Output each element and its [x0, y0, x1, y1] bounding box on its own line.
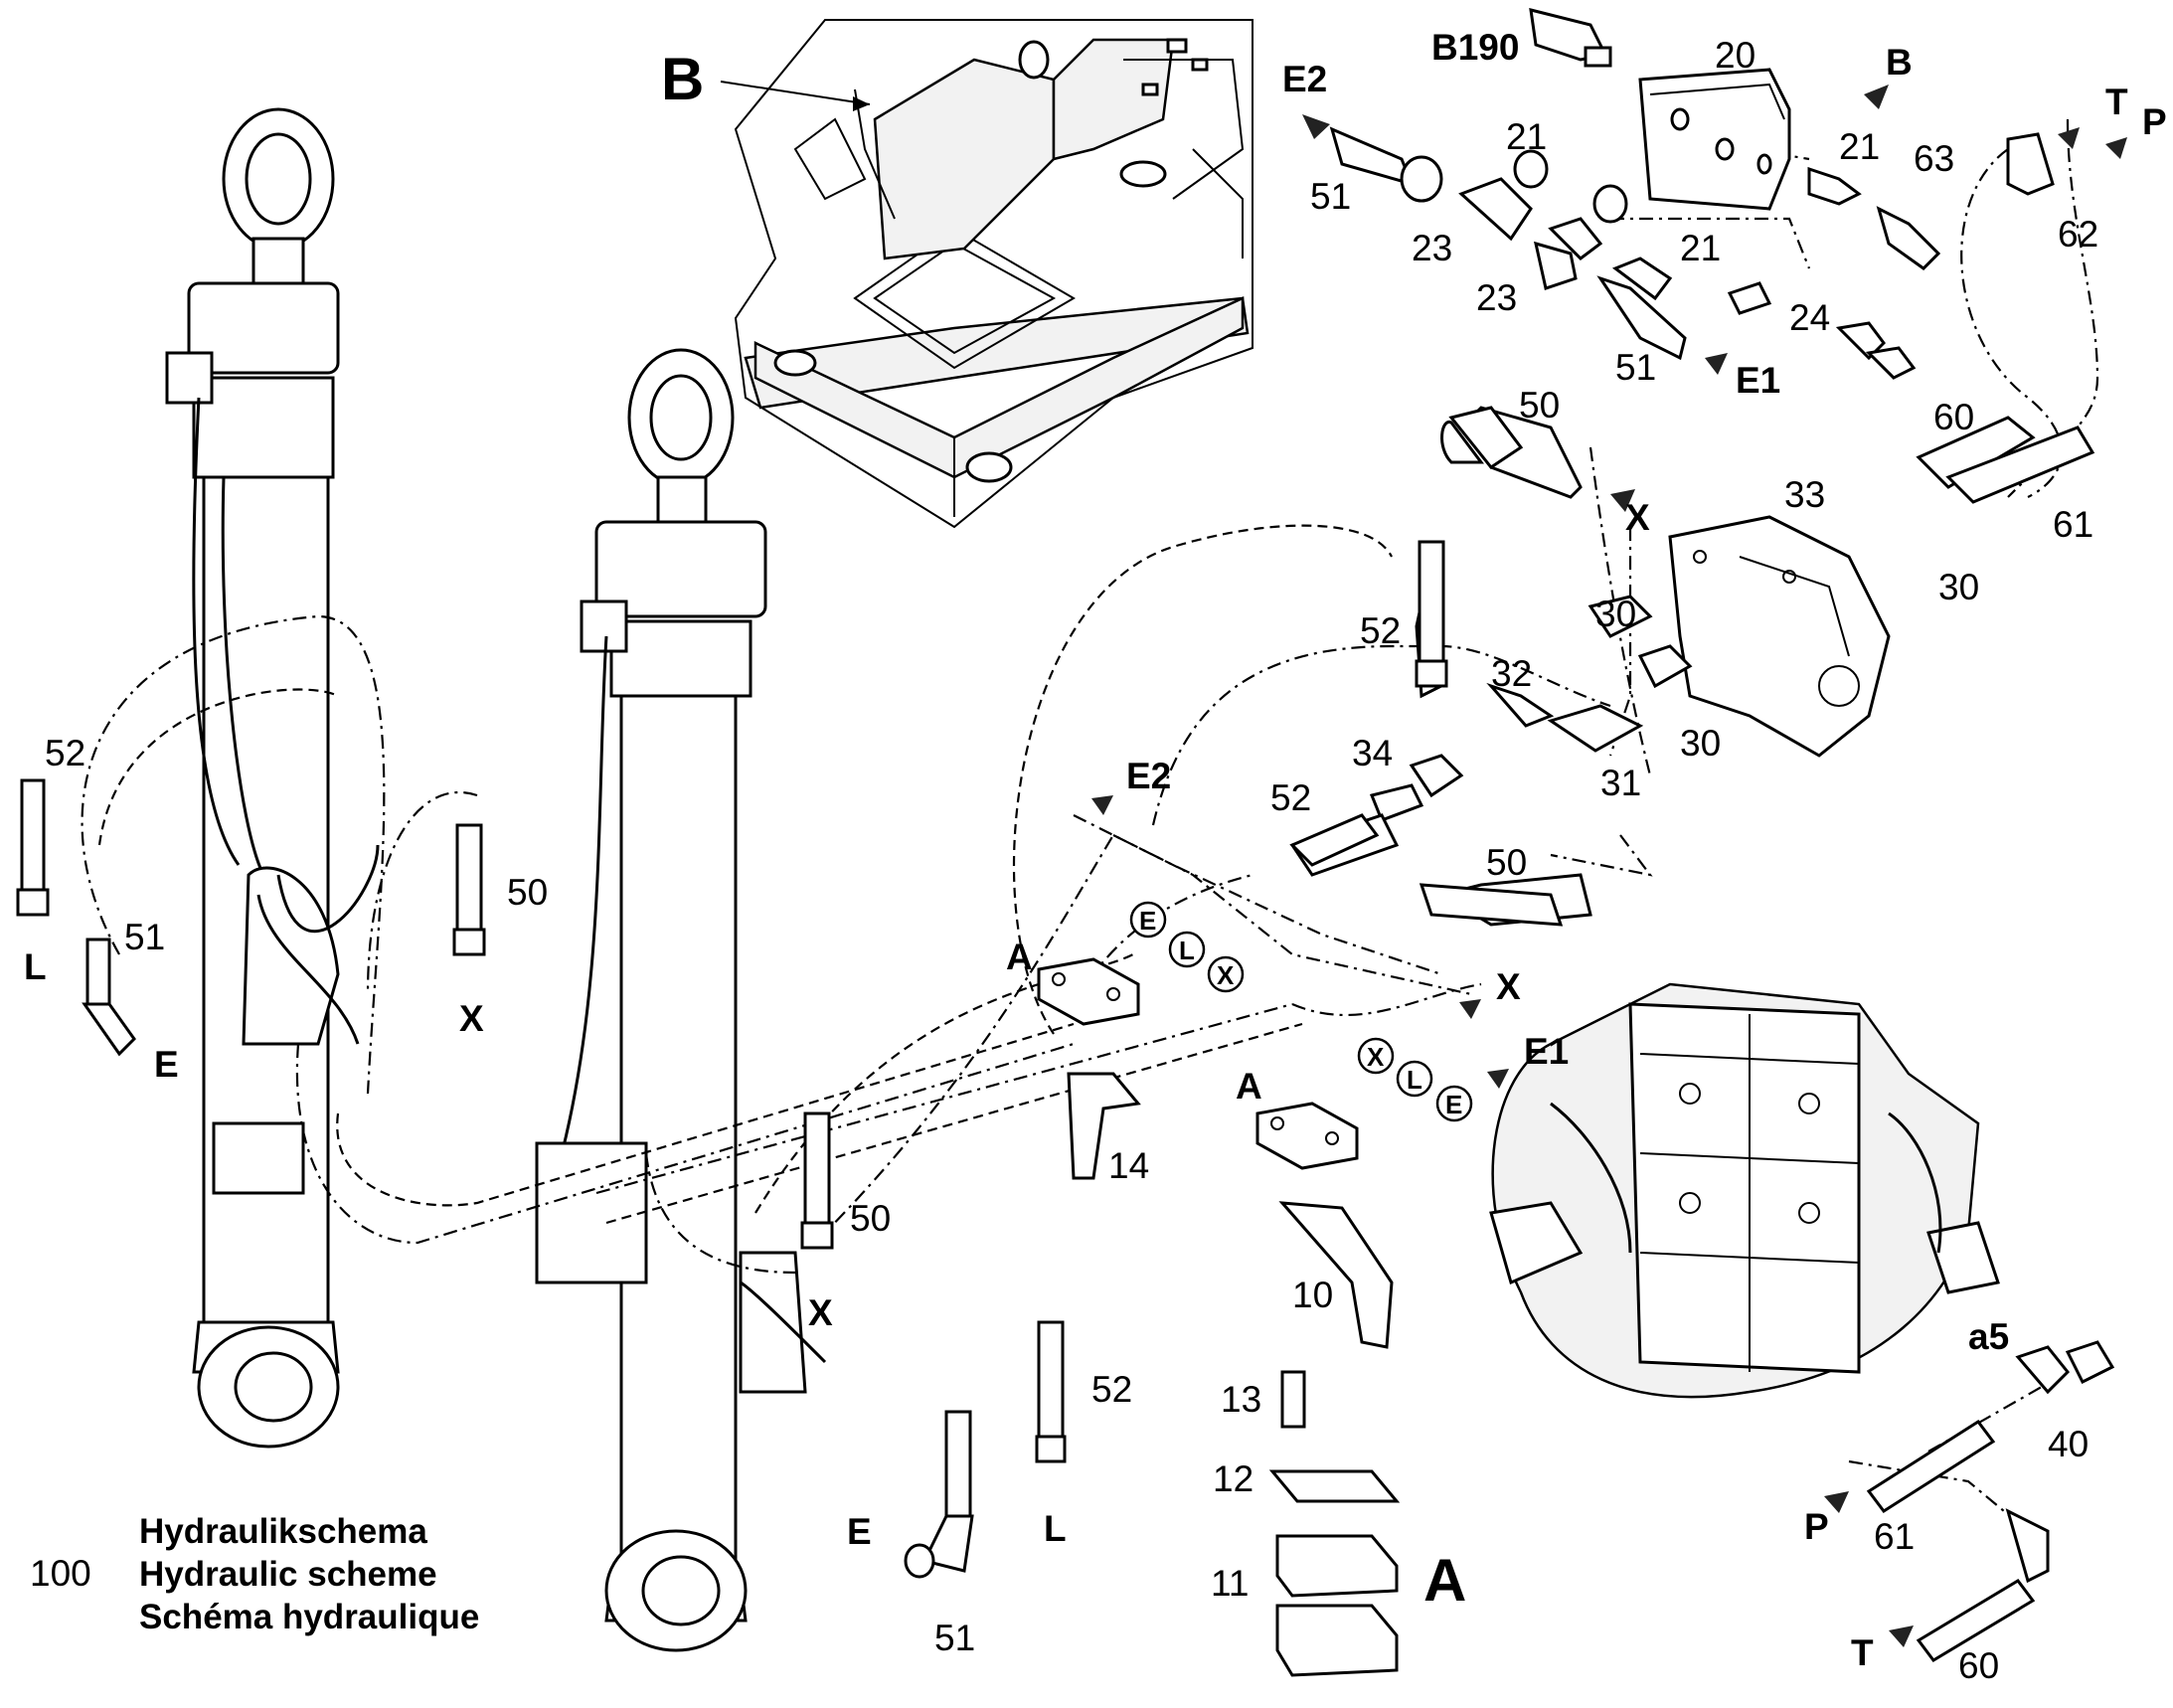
- part-51-b: 51: [1615, 347, 1656, 388]
- label-e1-mid: E1: [1524, 1031, 1569, 1072]
- label-clamp-a-upper: A: [1006, 937, 1033, 977]
- part-51-c: 51: [124, 917, 165, 957]
- label-clamp-a-lower: A: [1236, 1066, 1262, 1107]
- label-e2-top: E2: [1282, 59, 1327, 99]
- part-33: 33: [1784, 474, 1825, 515]
- label-e-left: E: [154, 1044, 179, 1085]
- part-20: 20: [1715, 35, 1755, 76]
- label-t-top: T: [2105, 82, 2128, 122]
- left-lift-cylinder: [165, 107, 380, 1449]
- part-23-b: 23: [1476, 277, 1517, 318]
- circled-l-lower: L: [1407, 1065, 1422, 1095]
- part-52-c: 52: [45, 733, 85, 773]
- label-t-bottom: T: [1851, 1632, 1874, 1673]
- label-b-arrow: B: [1886, 42, 1913, 83]
- label-x-center: X: [808, 1292, 833, 1333]
- part-30-b: 30: [1595, 594, 1636, 634]
- fitting-40: [2015, 1340, 2115, 1395]
- part-30-c: 30: [1680, 723, 1721, 764]
- part-60-a: 60: [1933, 397, 1974, 437]
- detail-b-frame: [734, 19, 1254, 529]
- pump-unit: [1489, 982, 2000, 1399]
- part-50-b: 50: [1486, 842, 1527, 883]
- part-61-a: 61: [2053, 504, 2093, 545]
- part-63: 63: [1914, 138, 1954, 179]
- part-14: 14: [1108, 1145, 1149, 1186]
- label-p-top: P: [2142, 101, 2167, 142]
- circled-markers: E L X X L E: [1129, 901, 1473, 1122]
- hose-61-bottom: [1866, 1419, 1996, 1514]
- part-10: 10: [1292, 1275, 1333, 1315]
- label-x-upper: X: [1625, 497, 1650, 538]
- circled-l-upper: L: [1179, 936, 1195, 965]
- part-52-d: 52: [1091, 1369, 1132, 1410]
- part-60-b: 60: [1958, 1645, 1999, 1686]
- part-24: 24: [1789, 297, 1830, 338]
- clamp-a-upper: [1037, 957, 1141, 1180]
- label-l-center: L: [1044, 1508, 1067, 1549]
- circled-x-upper: X: [1217, 960, 1235, 990]
- label-x-mid: X: [1496, 966, 1521, 1007]
- part-34: 34: [1352, 733, 1393, 773]
- circled-e-lower: E: [1445, 1090, 1462, 1119]
- part-40: 40: [2048, 1424, 2089, 1464]
- label-b190: B190: [1431, 27, 1519, 68]
- flow-arrows: [1091, 85, 2127, 1647]
- label-e1-top: E1: [1736, 360, 1780, 401]
- part-52-b: 52: [1270, 777, 1311, 818]
- part-51-d: 51: [934, 1618, 975, 1658]
- part-13: 13: [1221, 1379, 1261, 1420]
- circled-x-lower: X: [1367, 1042, 1385, 1072]
- detail-b-label: B: [661, 46, 704, 112]
- legend-line-en: Hydraulic scheme: [139, 1555, 437, 1594]
- circled-e-upper: E: [1139, 906, 1156, 936]
- port-labels: B190 E2 B T P E1 X E2 X E1 P T L E X X E…: [24, 27, 2167, 1673]
- part-12: 12: [1213, 1458, 1254, 1499]
- legend-number: 100: [30, 1553, 91, 1594]
- part-52-a: 52: [1360, 610, 1401, 651]
- part-62: 62: [2058, 214, 2098, 255]
- label-x-left: X: [459, 998, 484, 1039]
- part-61-b: 61: [1874, 1516, 1915, 1557]
- legend: 100 Hydraulikschema Hydraulic scheme Sch…: [30, 1512, 479, 1636]
- label-l-left: L: [24, 946, 47, 987]
- valve-block-20: [1529, 8, 1791, 211]
- right-lift-cylinder: [535, 348, 827, 1652]
- part-50-c: 50: [507, 872, 548, 913]
- hose-60-bottom: [1916, 1508, 2050, 1662]
- part-21-c: 21: [1680, 228, 1721, 268]
- clamp-detail-a: [1268, 1370, 1401, 1677]
- part-50-a: 50: [1519, 385, 1560, 426]
- part-30-a: 30: [1938, 567, 1979, 607]
- clamp-a-lower: [1255, 1102, 1394, 1349]
- part-21-b: 21: [1839, 126, 1880, 167]
- part-51-a: 51: [1310, 176, 1351, 217]
- part-number-labels: 20 21 21 21 23 23 51 51 24 63 62 50 60 6…: [45, 35, 2098, 1686]
- label-e-center: E: [847, 1511, 872, 1552]
- part-50-d: 50: [850, 1198, 891, 1239]
- left-hoses: [16, 540, 1564, 1579]
- part-31: 31: [1600, 763, 1641, 803]
- part-23-a: 23: [1412, 228, 1452, 268]
- label-a5: a5: [1968, 1316, 2009, 1357]
- label-detail-a: A: [1423, 1547, 1466, 1614]
- legend-line-de: Hydraulikschema: [139, 1512, 427, 1551]
- part-11: 11: [1211, 1563, 1249, 1604]
- label-e2-mid: E2: [1126, 756, 1171, 796]
- legend-line-fr: Schéma hydraulique: [139, 1598, 479, 1636]
- view-labels: A A A: [1006, 937, 1466, 1614]
- part-21-a: 21: [1506, 116, 1547, 157]
- part-32: 32: [1491, 653, 1532, 694]
- label-p-bottom: P: [1804, 1506, 1829, 1547]
- fittings-top: [1329, 126, 2095, 504]
